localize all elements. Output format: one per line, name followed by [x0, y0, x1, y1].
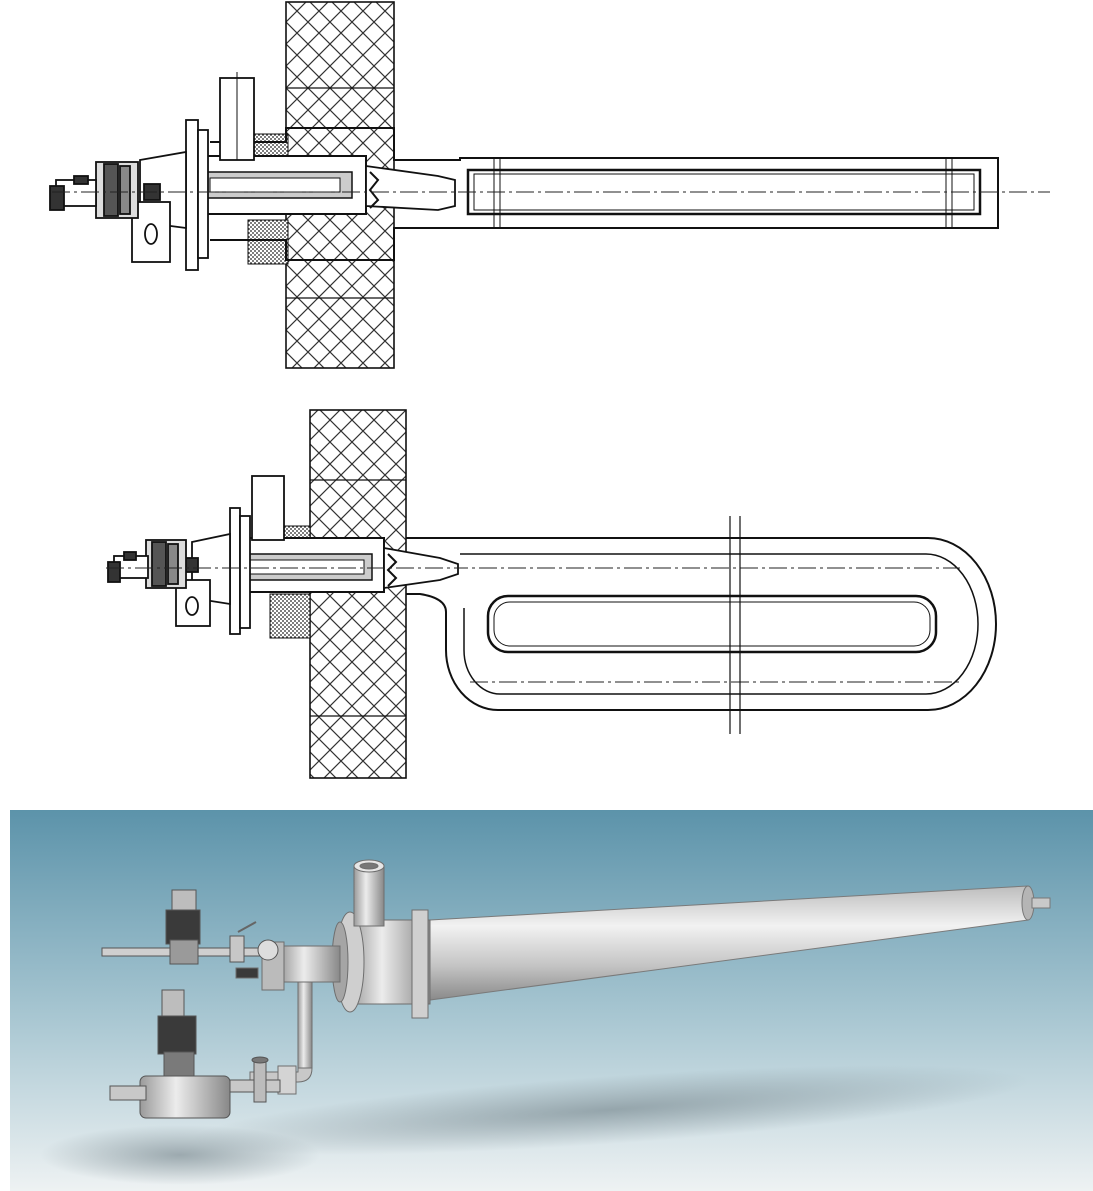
straight-tube-drawing [0, 0, 1093, 380]
insulation-lower [269, 593, 311, 639]
burner-3d-render [10, 810, 1093, 1191]
burner-head [107, 475, 285, 635]
straight-tube-svg [49, 1, 1050, 369]
upper-solenoid-valve [101, 889, 279, 965]
insulation-lower [247, 219, 289, 265]
burner-lance [195, 155, 456, 215]
furnace-wall [309, 409, 407, 779]
burner-lance [223, 537, 459, 593]
u-tube-drawing [0, 398, 1093, 798]
burner-head [49, 72, 255, 271]
u-tube-outer [406, 537, 997, 711]
floor-shadow [40, 1065, 1029, 1185]
u-tube-core [486, 594, 938, 654]
burner-housing [235, 859, 431, 1019]
lower-solenoid-valve [109, 989, 281, 1119]
u-tube-svg [106, 409, 997, 779]
burner-3d-svg [10, 810, 1093, 1191]
radiant-tube-outer [210, 127, 999, 261]
